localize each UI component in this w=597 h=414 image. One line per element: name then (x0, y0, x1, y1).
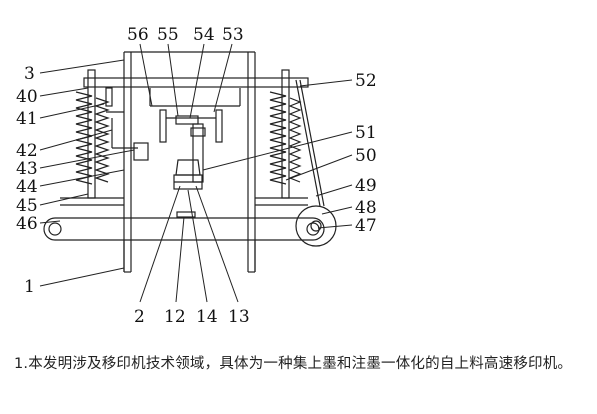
machine-drawing: 3 40 41 42 43 44 45 46 1 56 55 54 53 52 … (16, 25, 377, 327)
press-cylinder (192, 123, 204, 183)
label-45: 45 (16, 196, 38, 216)
label-53: 53 (222, 25, 244, 45)
label-54: 54 (193, 25, 215, 45)
label-group-bottom: 2 12 14 13 (134, 307, 250, 327)
label-group-left: 3 40 41 42 43 44 45 46 1 (16, 64, 38, 297)
label-42: 42 (16, 141, 38, 161)
label-group-right: 52 51 50 49 48 47 (355, 71, 377, 236)
label-2: 2 (134, 307, 145, 327)
label-14: 14 (196, 307, 218, 327)
label-1: 1 (24, 277, 35, 297)
label-41: 41 (16, 109, 38, 129)
label-51: 51 (355, 123, 377, 143)
right-spring-inner (288, 97, 302, 183)
label-46: 46 (16, 214, 38, 234)
work-plate (176, 211, 196, 218)
leader-lines (39, 43, 353, 303)
label-48: 48 (355, 198, 377, 218)
label-47: 47 (355, 216, 377, 236)
label-43: 43 (16, 159, 38, 179)
patent-figure: 3 40 41 42 43 44 45 46 1 56 55 54 53 52 … (16, 25, 377, 327)
label-13: 13 (228, 307, 250, 327)
caption-text: 1.本发明涉及移印机技术领域，具体为一种集上墨和注墨一体化的自上料高速移印机。 (14, 356, 573, 372)
label-50: 50 (355, 146, 377, 166)
left-guide-post (87, 69, 96, 199)
label-52: 52 (355, 71, 377, 91)
label-49: 49 (355, 176, 377, 196)
label-44: 44 (16, 177, 38, 197)
label-55: 55 (157, 25, 179, 45)
left-spring-inner (94, 97, 110, 183)
print-head (175, 159, 201, 176)
label-40: 40 (16, 87, 38, 107)
label-56: 56 (127, 25, 149, 45)
right-spring-outer (269, 91, 287, 185)
left-bracket-block (133, 142, 149, 161)
label-group-top: 56 55 54 53 (127, 25, 244, 45)
label-3: 3 (24, 64, 35, 84)
label-12: 12 (164, 307, 186, 327)
